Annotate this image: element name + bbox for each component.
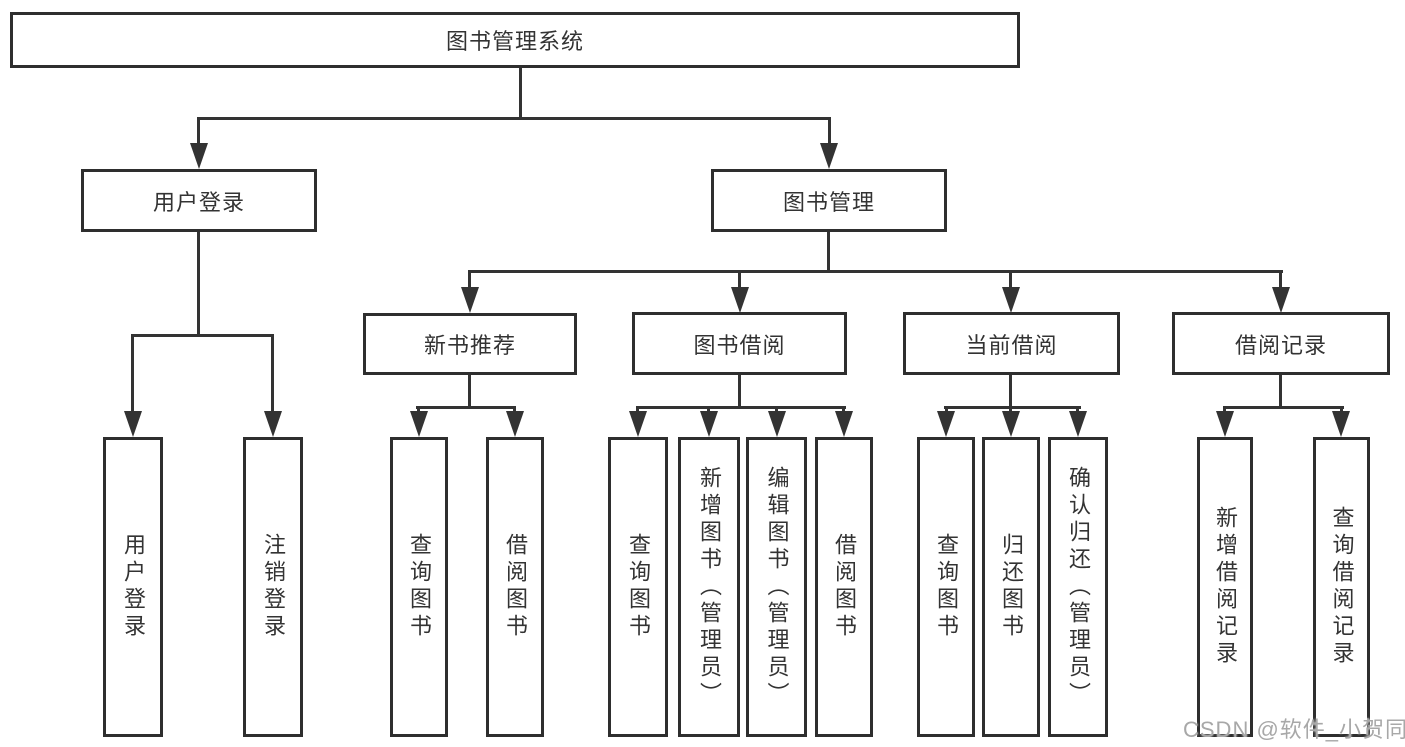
connector-borrowing-drop-4 xyxy=(842,406,845,415)
node-label: 查询图书 xyxy=(934,533,959,641)
arrow-down-icon xyxy=(820,143,838,169)
node-user-login: 用户登录 xyxy=(81,169,317,232)
arrow-down-icon xyxy=(1002,287,1020,313)
arrow-down-icon xyxy=(124,411,142,437)
leaf-edit-books-admin: 编辑图书（管理员） xyxy=(746,437,807,737)
arrow-down-icon xyxy=(731,287,749,313)
node-label: 查询图书 xyxy=(626,533,651,641)
node-label: 新书推荐 xyxy=(423,333,516,358)
node-label: 用户登录 xyxy=(152,189,245,215)
connector-current-drop-1 xyxy=(945,406,948,415)
node-label: 借阅记录 xyxy=(1234,332,1327,358)
arrow-down-icon xyxy=(410,411,428,437)
arrow-down-icon xyxy=(1002,411,1020,437)
leaf-logout: 注销登录 xyxy=(243,437,303,737)
node-label: 借阅图书 xyxy=(503,533,528,641)
arrow-down-icon xyxy=(264,411,282,437)
node-label: 查询图书 xyxy=(407,533,432,641)
leaf-query-books-current: 查询图书 xyxy=(917,437,975,737)
connector-borrowing-drop-3 xyxy=(775,406,778,415)
connector-bookmgmt-stem xyxy=(827,232,830,273)
node-book-borrowing: 图书借阅 xyxy=(632,312,847,375)
connector-root-stem xyxy=(519,68,522,119)
node-label: 归还图书 xyxy=(999,533,1024,641)
arrow-down-icon xyxy=(835,411,853,437)
node-label: 新增借阅记录 xyxy=(1213,506,1238,668)
connector-current-stem xyxy=(1009,375,1012,408)
node-borrowing-records: 借阅记录 xyxy=(1172,312,1390,375)
connector-newbook-hline xyxy=(416,406,516,409)
connector-records-hline xyxy=(1223,406,1344,409)
node-new-book-recommendation: 新书推荐 xyxy=(363,313,577,375)
connector-bookmgmt-hline xyxy=(468,270,1283,273)
connector-borrowing-hline xyxy=(636,406,846,409)
leaf-query-books-borrowing: 查询图书 xyxy=(608,437,668,737)
node-label: 图书借阅 xyxy=(693,332,786,358)
node-label: 查询借阅记录 xyxy=(1329,506,1355,668)
connector-borrowing-drop-1 xyxy=(636,406,639,415)
connector-records-stem xyxy=(1279,375,1282,408)
connector-bookmgmt-drop-4 xyxy=(1279,270,1282,290)
leaf-borrow-books-recommend: 借阅图书 xyxy=(486,437,544,737)
arrow-down-icon xyxy=(1272,287,1290,313)
leaf-user-login: 用户登录 xyxy=(103,437,163,737)
arrow-down-icon xyxy=(768,411,786,437)
arrow-down-icon xyxy=(937,411,955,437)
leaf-query-books-recommend: 查询图书 xyxy=(390,437,448,737)
leaf-add-borrow-record: 新增借阅记录 xyxy=(1197,437,1253,737)
connector-newbook-drop-1 xyxy=(417,406,420,415)
arrow-down-icon xyxy=(629,411,647,437)
connector-bookmgmt-drop-2 xyxy=(738,270,741,290)
connector-current-hline xyxy=(944,406,1081,409)
arrow-down-icon xyxy=(190,143,208,169)
node-label: 编辑图书（管理员） xyxy=(764,465,790,709)
connector-bookmgmt-drop-3 xyxy=(1009,270,1012,290)
connector-userlogin-drop-2 xyxy=(271,334,274,414)
node-label: 新增图书（管理员） xyxy=(697,465,722,709)
arrow-down-icon xyxy=(506,411,524,437)
leaf-query-borrow-record: 查询借阅记录 xyxy=(1313,437,1370,737)
connector-current-drop-2 xyxy=(1009,406,1012,415)
node-label: 确认归还（管理员） xyxy=(1066,465,1091,709)
leaf-borrow-books-borrowing: 借阅图书 xyxy=(815,437,873,737)
node-label: 图书管理系统 xyxy=(445,29,584,54)
node-label: 图书管理 xyxy=(782,189,875,215)
connector-userlogin-hline xyxy=(131,334,274,337)
arrow-down-icon xyxy=(1216,411,1234,437)
node-library-management-system: 图书管理系统 xyxy=(10,12,1020,68)
connector-newbook-drop-2 xyxy=(513,406,516,415)
connector-current-drop-3 xyxy=(1076,406,1079,415)
leaf-confirm-return-admin: 确认归还（管理员） xyxy=(1048,437,1108,737)
connector-borrowing-stem xyxy=(738,375,741,408)
node-label: 用户登录 xyxy=(121,533,146,641)
arrow-down-icon xyxy=(700,411,718,437)
arrow-down-icon xyxy=(1069,411,1087,437)
leaf-add-books-admin: 新增图书（管理员） xyxy=(678,437,740,737)
arrow-down-icon xyxy=(1332,411,1350,437)
node-book-management: 图书管理 xyxy=(711,169,947,232)
node-label: 注销登录 xyxy=(261,533,286,641)
connector-root-hline xyxy=(197,117,831,120)
connector-newbook-stem xyxy=(468,375,471,408)
connector-bookmgmt-drop-1 xyxy=(468,270,471,290)
connector-root-drop-right xyxy=(828,117,831,147)
connector-userlogin-drop-1 xyxy=(131,334,134,414)
node-label: 当前借阅 xyxy=(965,332,1058,358)
connector-borrowing-drop-2 xyxy=(707,406,710,415)
node-current-borrowing: 当前借阅 xyxy=(903,312,1120,375)
connector-records-drop-2 xyxy=(1340,406,1343,415)
connector-userlogin-stem xyxy=(197,232,200,337)
node-label: 借阅图书 xyxy=(832,533,857,641)
connector-records-drop-1 xyxy=(1223,406,1226,415)
leaf-return-books: 归还图书 xyxy=(982,437,1040,737)
arrow-down-icon xyxy=(461,287,479,313)
connector-root-drop-left xyxy=(197,117,200,147)
csdn-watermark: CSDN @软件_小贺同学 xyxy=(1183,717,1405,742)
